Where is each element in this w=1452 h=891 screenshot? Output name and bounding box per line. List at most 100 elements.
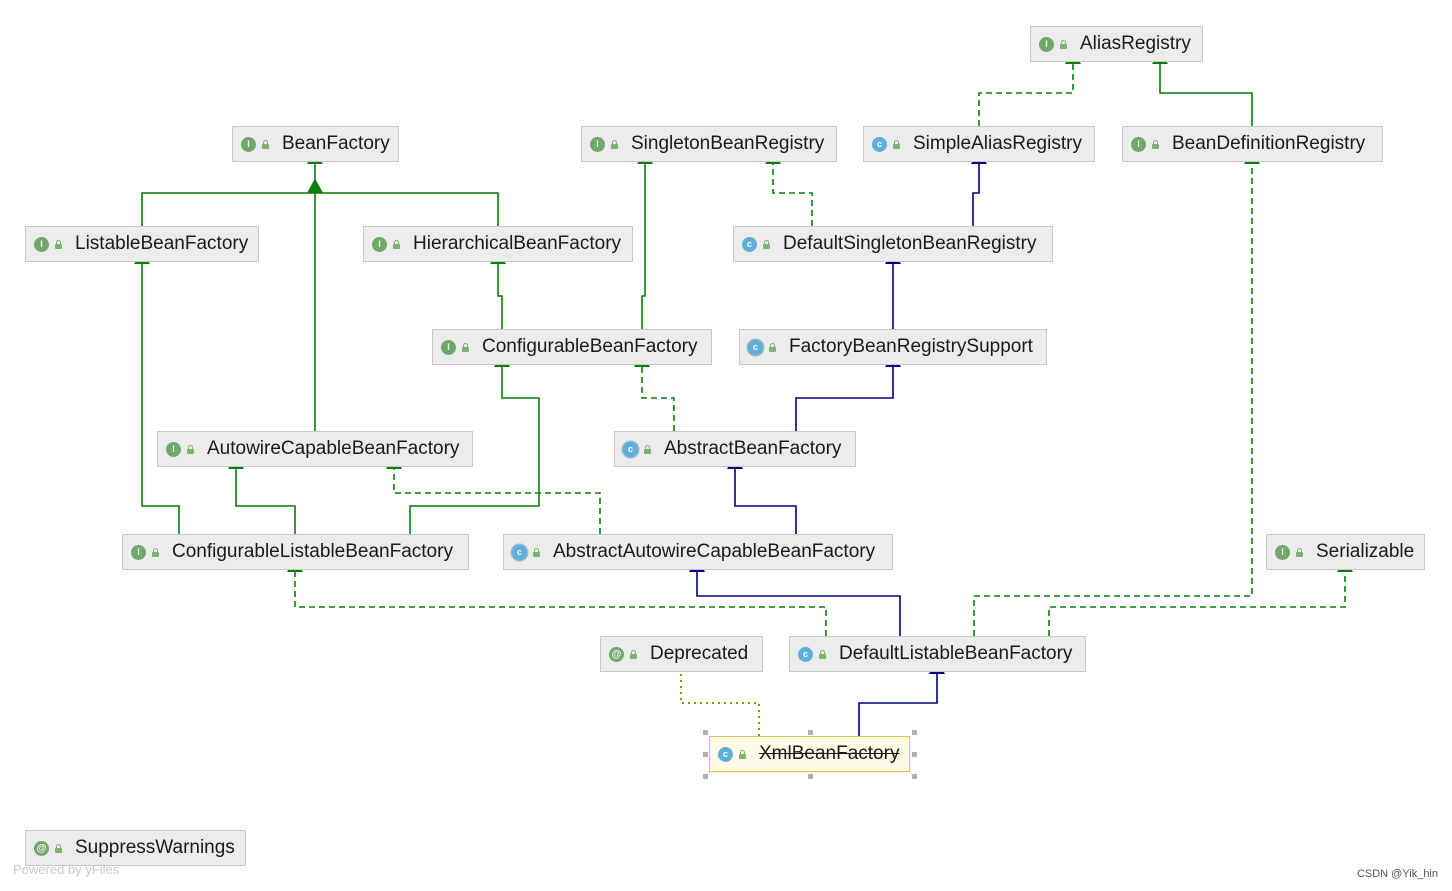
node-hierarchical-bean-factory[interactable]: I HierarchicalBeanFactory <box>363 226 633 262</box>
interface-icon: I <box>441 339 456 355</box>
edge-simple-alias-registry-to-alias-registry <box>978 49 1081 126</box>
edge-default-singleton-bean-registry-to-singleton-bean-registry <box>765 149 813 226</box>
node-label: AbstractBeanFactory <box>664 438 842 459</box>
node-label: ListableBeanFactory <box>75 233 249 254</box>
public-access-icon <box>768 342 777 352</box>
interface-icon: I <box>590 136 605 152</box>
watermark-label: CSDN @Yik_hin <box>1356 868 1438 880</box>
public-access-icon <box>1151 139 1160 149</box>
node-default-singleton-bean-registry[interactable]: c DefaultSingletonBeanRegistry <box>733 226 1053 262</box>
interface-icon: I <box>166 441 181 457</box>
node-configurable-bean-factory[interactable]: I ConfigurableBeanFactory <box>432 329 712 365</box>
public-access-icon <box>151 547 160 557</box>
interface-icon: I <box>34 236 49 252</box>
node-listable-bean-factory[interactable]: I ListableBeanFactory <box>25 226 259 262</box>
node-label: FactoryBeanRegistrySupport <box>789 336 1033 357</box>
node-bean-factory[interactable]: I BeanFactory <box>232 126 399 162</box>
interface-icon: I <box>131 544 146 560</box>
public-access-icon <box>392 239 401 249</box>
public-access-icon <box>1059 39 1068 49</box>
node-label: BeanFactory <box>282 133 390 154</box>
node-label: DefaultSingletonBeanRegistry <box>783 233 1037 254</box>
edge-configurable-bean-factory-to-hierarchical-bean-factory <box>490 249 506 329</box>
edge-default-listable-bean-factory-to-abstract-autowire-capable-bean-factory <box>689 557 901 636</box>
interface-icon: I <box>1275 544 1290 560</box>
edge-abstract-autowire-capable-bean-factory-to-abstract-bean-factory <box>727 454 797 534</box>
class-icon: c <box>872 136 887 152</box>
selection-handle[interactable] <box>912 752 917 757</box>
annotation-icon: @ <box>609 646 624 662</box>
public-access-icon <box>818 649 827 659</box>
class-icon: c <box>742 236 757 252</box>
node-bean-definition-registry[interactable]: I BeanDefinitionRegistry <box>1122 126 1383 162</box>
node-label: AutowireCapableBeanFactory <box>207 438 460 459</box>
selection-handle[interactable] <box>807 774 813 779</box>
edge-abstract-bean-factory-to-factory-bean-registry-support <box>795 352 901 431</box>
abstract-class-icon: c <box>623 441 638 457</box>
node-configurable-listable-bean-factory[interactable]: I ConfigurableListableBeanFactory <box>122 534 469 570</box>
node-serializable[interactable]: I Serializable <box>1266 534 1425 570</box>
public-access-icon <box>738 749 747 759</box>
node-label: Serializable <box>1316 541 1415 562</box>
annotation-icon: @ <box>34 840 49 856</box>
edge-bean-definition-registry-to-alias-registry <box>1152 49 1253 126</box>
edge-configurable-listable-bean-factory-to-listable-bean-factory <box>134 249 180 534</box>
selection-handle[interactable] <box>807 730 813 735</box>
node-autowire-capable-bean-factory[interactable]: I AutowireCapableBeanFactory <box>157 431 473 467</box>
selection-handle[interactable] <box>703 752 708 757</box>
edge-abstract-autowire-capable-bean-factory-to-autowire-capable-bean-factory <box>386 454 601 534</box>
edge-listable-bean-factory-to-bean-factory <box>141 149 323 226</box>
public-access-icon <box>610 139 619 149</box>
node-label: DefaultListableBeanFactory <box>839 643 1073 664</box>
abstract-class-icon: c <box>748 339 763 355</box>
class-icon: c <box>718 746 733 762</box>
interface-icon: I <box>372 236 387 252</box>
powered-by-label: Powered by yFiles <box>13 862 120 877</box>
interface-icon: I <box>1131 136 1146 152</box>
edge-default-listable-bean-factory-to-serializable <box>1048 557 1353 636</box>
public-access-icon <box>186 444 195 454</box>
public-access-icon <box>892 139 901 149</box>
node-suppress-warnings[interactable]: @ SuppressWarnings <box>25 830 246 866</box>
node-default-listable-bean-factory[interactable]: c DefaultListableBeanFactory <box>789 636 1086 672</box>
edge-abstract-bean-factory-to-configurable-bean-factory <box>634 352 675 431</box>
node-label: HierarchicalBeanFactory <box>413 233 622 254</box>
public-access-icon <box>629 649 638 659</box>
edge-configurable-bean-factory-to-singleton-bean-registry <box>637 149 653 329</box>
public-access-icon <box>261 139 270 149</box>
node-label: SimpleAliasRegistry <box>913 133 1082 154</box>
selection-handle[interactable] <box>703 730 708 735</box>
edge-configurable-listable-bean-factory-to-configurable-bean-factory <box>409 352 540 534</box>
node-label: ConfigurableBeanFactory <box>482 336 698 357</box>
public-access-icon <box>461 342 470 352</box>
node-simple-alias-registry[interactable]: c SimpleAliasRegistry <box>863 126 1095 162</box>
node-label: BeanDefinitionRegistry <box>1172 133 1366 154</box>
node-abstract-bean-factory[interactable]: c AbstractBeanFactory <box>614 431 856 467</box>
selection-handle[interactable] <box>912 774 917 779</box>
edge-xml-bean-factory-to-deprecated <box>680 674 760 736</box>
selection-handle[interactable] <box>912 730 917 735</box>
node-label: ConfigurableListableBeanFactory <box>172 541 453 562</box>
node-label: SuppressWarnings <box>75 837 235 858</box>
public-access-icon <box>1295 547 1304 557</box>
public-access-icon <box>762 239 771 249</box>
edge-layer <box>134 49 1353 736</box>
node-deprecated[interactable]: @ Deprecated <box>600 636 763 672</box>
edge-xml-bean-factory-to-default-listable-bean-factory <box>858 659 945 736</box>
edge-configurable-listable-bean-factory-to-autowire-capable-bean-factory <box>228 454 296 534</box>
interface-icon: I <box>241 136 256 152</box>
selection-handle[interactable] <box>703 774 708 779</box>
node-label: Deprecated <box>650 643 749 664</box>
public-access-icon <box>54 239 63 249</box>
interface-icon: I <box>1039 36 1054 52</box>
public-access-icon <box>532 547 541 557</box>
edge-default-singleton-bean-registry-to-simple-alias-registry <box>971 149 987 226</box>
class-icon: c <box>798 646 813 662</box>
public-access-icon <box>643 444 652 454</box>
node-factory-bean-registry-support[interactable]: c FactoryBeanRegistrySupport <box>739 329 1047 365</box>
